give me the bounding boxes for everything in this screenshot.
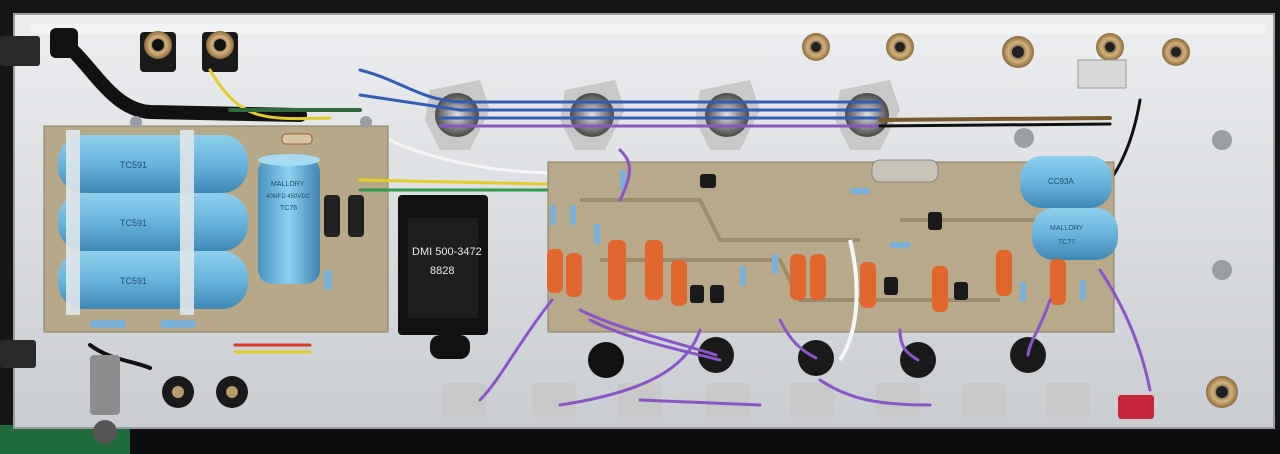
filter-capacitor: CC93A — [1020, 156, 1112, 208]
cap-brand: MALLORY — [1050, 225, 1084, 232]
resistor — [550, 170, 1086, 302]
fuse-holder — [162, 376, 248, 408]
cap-code: TC77 — [1058, 239, 1075, 246]
cap-label: TC591 — [120, 276, 147, 286]
electrolytic-capacitor — [348, 195, 364, 237]
input-jack — [202, 31, 238, 72]
resistor — [90, 320, 126, 328]
output-jack — [886, 33, 914, 61]
main-circuit-board — [547, 161, 1115, 333]
coupling-capacitor — [871, 159, 939, 183]
cap-label: TC591 — [120, 160, 147, 170]
resistor — [324, 270, 332, 290]
resistor — [281, 133, 313, 145]
mounting-hole — [130, 116, 1232, 280]
potentiometer-row — [442, 383, 1090, 417]
output-jack — [1002, 36, 1034, 68]
orange-capacitor — [547, 240, 1066, 312]
filter-capacitor-single: MALLORY 40MFD 450VDC TC76 — [258, 154, 320, 284]
resistor — [160, 320, 196, 328]
transformer-code: 8828 — [430, 265, 454, 277]
output-jack — [1162, 38, 1190, 66]
line-out-jack — [1206, 376, 1238, 408]
filter-capacitor: MALLORY TC77 — [1032, 208, 1118, 260]
output-jack — [1096, 33, 1124, 61]
choke-transformer: DMI 500-3472 8828 — [398, 195, 488, 359]
transistor — [690, 174, 968, 303]
signal-wires — [478, 148, 1152, 407]
cap-code: TC76 — [280, 205, 297, 212]
cap-rating: 40MFD 450VDC — [266, 194, 311, 200]
toggle-switch — [1118, 395, 1154, 419]
filter-capacitor: TC591 TC591 TC591 — [58, 130, 248, 315]
cap-label: TC591 — [120, 218, 147, 228]
output-jack — [802, 33, 830, 61]
mount-bracket — [0, 340, 36, 368]
transformer-label: DMI 500-3472 — [412, 246, 482, 258]
input-jack — [140, 31, 176, 72]
electrolytic-capacitor — [324, 195, 340, 237]
cap-brand: MALLORY — [271, 181, 305, 188]
mount-bracket — [0, 36, 40, 66]
cap-label: CC93A — [1048, 177, 1074, 186]
switch-bracket — [1077, 59, 1127, 89]
speaker-jack — [90, 355, 120, 444]
